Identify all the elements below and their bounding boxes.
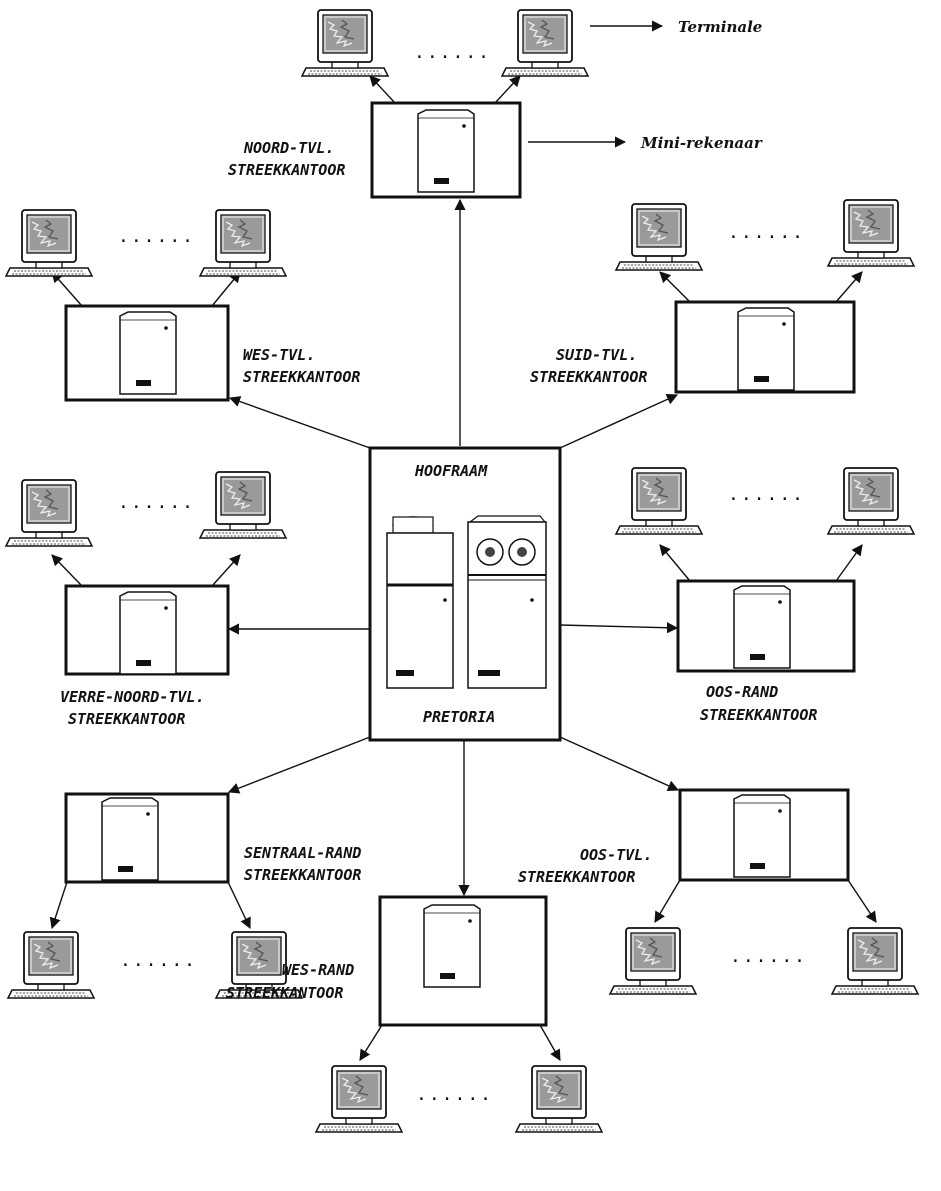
mainframe-location: PRETORIA [423, 708, 495, 726]
ellipsis: ...... [730, 946, 807, 967]
ellipsis: ...... [416, 1084, 493, 1105]
office-verre-noord-tvl: VERRE-NOORD-TVL. STREEKKANTOOR ...... [6, 472, 286, 728]
office-label-line1: OOS-TVL. [580, 846, 652, 864]
mainframe-node: HOOFRAAM PRETORIA [370, 448, 560, 740]
ellipsis: ...... [118, 492, 195, 513]
minicomputer-icon [424, 905, 480, 987]
office-suid-tvl: SUID-TVL. STREEKKANTOOR ...... [530, 200, 914, 392]
mainframe-title: HOOFRAAM [414, 462, 488, 480]
office-label-line2: STREEKKANTOOR [518, 868, 635, 886]
office-label-line1: WES-RAND [282, 961, 354, 979]
mainframe-cabinet-left-icon [387, 517, 453, 688]
office-label-line2: STREEKKANTOOR [530, 368, 647, 386]
office-label-line1: SENTRAAL-RAND [244, 844, 361, 862]
mainframe-cabinet-right-icon [468, 516, 546, 688]
office-label-line1: WES-TVL. [243, 346, 315, 364]
terminal-icon [6, 210, 92, 276]
terminal-icon [828, 468, 914, 534]
office-label-line2: STREEKKANTOOR [700, 706, 817, 724]
terminal-icon [200, 472, 286, 538]
ellipsis: ...... [414, 42, 491, 63]
terminal-icon [200, 210, 286, 276]
office-label-line1: NOORD-TVL. [243, 139, 334, 157]
ellipsis: ...... [728, 484, 805, 505]
office-wes-tvl: WES-TVL. STREEKKANTOOR ...... [6, 210, 360, 400]
terminal-icon [516, 1066, 602, 1132]
terminal-icon [316, 1066, 402, 1132]
minicomputer-icon [102, 798, 158, 880]
office-label-line1: SUID-TVL. [556, 346, 637, 364]
legend-terminal-label: Terminale [678, 18, 762, 36]
minicomputer-icon [120, 312, 176, 394]
office-label-line2: STREEKKANTOOR [243, 368, 360, 386]
office-label-line2: STREEKKANTOOR [244, 866, 361, 884]
office-label-line1: OOS-RAND [706, 683, 778, 701]
terminal-icon [610, 928, 696, 994]
minicomputer-icon [734, 586, 790, 668]
office-label-line2: STREEKKANTOOR [228, 161, 345, 179]
terminal-icon [616, 468, 702, 534]
minicomputer-icon [120, 592, 176, 674]
minicomputer-icon [418, 110, 474, 192]
ellipsis: ...... [728, 222, 805, 243]
office-label-line1: VERRE-NOORD-TVL. [60, 688, 205, 706]
office-label-line2: STREEKKANTOOR [226, 984, 343, 1002]
office-label-line2: STREEKKANTOOR [68, 710, 185, 728]
terminal-icon [302, 10, 388, 76]
terminal-icon [828, 200, 914, 266]
terminal-icon [832, 928, 918, 994]
terminal-icon [502, 10, 588, 76]
terminal-icon [616, 204, 702, 270]
office-oos-rand: OOS-RAND STREEKKANTOOR ...... [616, 468, 914, 724]
ellipsis: ...... [118, 226, 195, 247]
terminal-icon [6, 480, 92, 546]
office-oos-tvl: OOS-TVL. STREEKKANTOOR ...... [518, 790, 918, 994]
ellipsis: ...... [120, 950, 197, 971]
terminal-icon [8, 932, 94, 998]
legend-minicomputer-label: Mini-rekenaar [640, 134, 763, 152]
minicomputer-icon [734, 795, 790, 877]
office-noord-tvl: NOORD-TVL. STREEKKANTOOR ...... [228, 10, 588, 197]
minicomputer-icon [738, 308, 794, 390]
